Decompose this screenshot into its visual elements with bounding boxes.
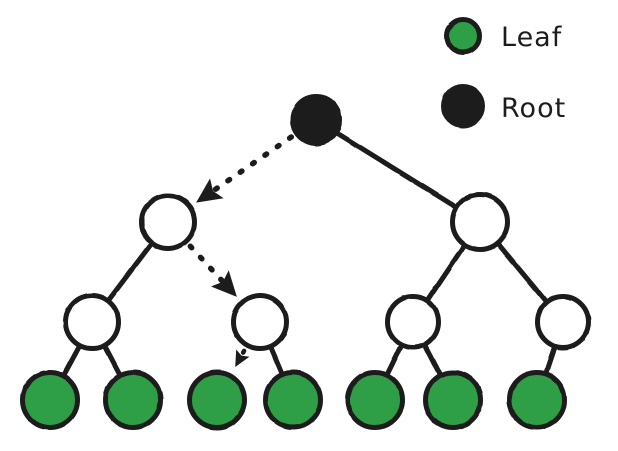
- traversal-arrow: [187, 243, 237, 297]
- legend-item-root[interactable]: Root: [441, 84, 566, 128]
- tree-edge: [333, 129, 461, 211]
- node-circle: [450, 192, 510, 252]
- internal-node[interactable]: [63, 293, 121, 351]
- traversal-arrows-group: [187, 134, 295, 368]
- legend-item-leaf[interactable]: Leaf: [444, 17, 563, 55]
- internal-node[interactable]: [231, 293, 289, 351]
- internal-node[interactable]: [535, 294, 591, 350]
- leaf-node[interactable]: [423, 370, 483, 430]
- leaf-node[interactable]: [187, 370, 247, 430]
- node-circle: [507, 370, 567, 430]
- leaf-node[interactable]: [103, 370, 163, 430]
- leaf-node[interactable]: [507, 370, 567, 430]
- legend-label-root: Root: [501, 93, 566, 124]
- leaf-node[interactable]: [20, 370, 80, 430]
- tree-edges-group: [59, 129, 558, 380]
- legend-label-leaf: Leaf: [501, 22, 563, 53]
- tree-edge: [59, 342, 83, 380]
- internal-node[interactable]: [385, 294, 441, 350]
- node-circle: [20, 370, 80, 430]
- tree-edge: [494, 240, 551, 307]
- node-circle: [290, 94, 342, 146]
- root-node[interactable]: [290, 94, 342, 146]
- tree-edge: [104, 240, 155, 305]
- node-circle: [535, 294, 591, 350]
- traversal-arrow: [235, 348, 250, 368]
- root-swatch-icon: [441, 84, 485, 128]
- tree-edge: [267, 343, 286, 379]
- tree-nodes-group: [20, 94, 591, 430]
- node-circle: [231, 293, 289, 351]
- node-circle: [139, 193, 197, 251]
- node-circle: [385, 294, 441, 350]
- node-circle: [263, 370, 323, 430]
- internal-node[interactable]: [139, 193, 197, 251]
- traversal-arrow: [196, 134, 295, 203]
- node-circle: [63, 293, 121, 351]
- legend: Leaf Root: [441, 17, 566, 128]
- tree-edge: [421, 341, 444, 380]
- leaf-node[interactable]: [263, 370, 323, 430]
- leaf-swatch-icon: [444, 17, 482, 55]
- tree-edge: [423, 241, 468, 305]
- internal-node[interactable]: [450, 192, 510, 252]
- node-circle: [423, 370, 483, 430]
- tree-edge: [542, 343, 558, 378]
- node-circle: [187, 370, 247, 430]
- node-circle: [103, 370, 163, 430]
- leaf-node[interactable]: [345, 370, 405, 430]
- tree-edge: [383, 341, 405, 380]
- tree-edge: [101, 342, 124, 380]
- node-circle: [345, 370, 405, 430]
